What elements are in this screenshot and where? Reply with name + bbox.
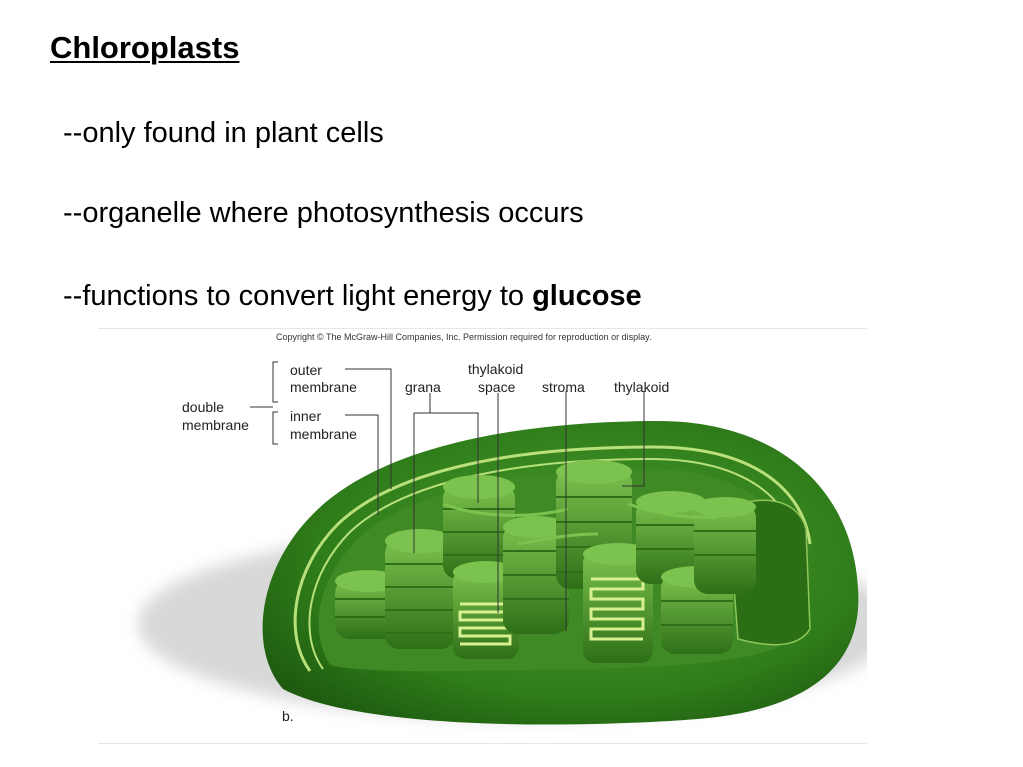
copyright-notice: Copyright © The McGraw-Hill Companies, I… bbox=[276, 332, 651, 342]
label-grana: grana bbox=[405, 379, 441, 395]
inner-membrane-line bbox=[308, 457, 795, 670]
leader-lines bbox=[250, 361, 645, 631]
label-inner-line1: inner bbox=[290, 408, 321, 424]
label-double-line2: membrane bbox=[182, 417, 249, 433]
slide-title: Chloroplasts bbox=[50, 30, 240, 65]
label-outer-line1: outer bbox=[290, 362, 322, 378]
label-thylakoid-space-line1: thylakoid bbox=[468, 361, 523, 377]
bullet-glucose: --functions to convert light energy to g… bbox=[63, 280, 642, 313]
panel-label: b. bbox=[282, 708, 294, 724]
granum-stack-2 bbox=[385, 529, 455, 649]
chloroplast-diagram: Copyright © The McGraw-Hill Companies, I… bbox=[138, 332, 867, 725]
granum-stack-4 bbox=[503, 516, 569, 634]
label-thylakoid-space-line2: space bbox=[478, 379, 516, 395]
label-inner-line2: membrane bbox=[290, 426, 357, 442]
bullet-glucose-text: --functions to convert light energy to bbox=[63, 280, 533, 312]
label-double-line1: double bbox=[182, 399, 224, 415]
glucose-emphasis: glucose bbox=[532, 280, 642, 312]
label-stroma: stroma bbox=[542, 379, 585, 395]
chloroplast-figure: Copyright © The McGraw-Hill Companies, I… bbox=[98, 328, 867, 744]
stroma-lamellae bbox=[442, 502, 719, 546]
bullet-plant-cells: --only found in plant cells bbox=[63, 117, 384, 149]
granum-cutaway-2 bbox=[583, 543, 653, 663]
label-thylakoid: thylakoid bbox=[614, 379, 669, 395]
label-outer-line2: membrane bbox=[290, 379, 357, 395]
bullet-photosynthesis: --organelle where photosynthesis occurs bbox=[63, 197, 584, 229]
granum-stack-3 bbox=[443, 475, 515, 579]
granum-stack-8 bbox=[694, 497, 756, 594]
